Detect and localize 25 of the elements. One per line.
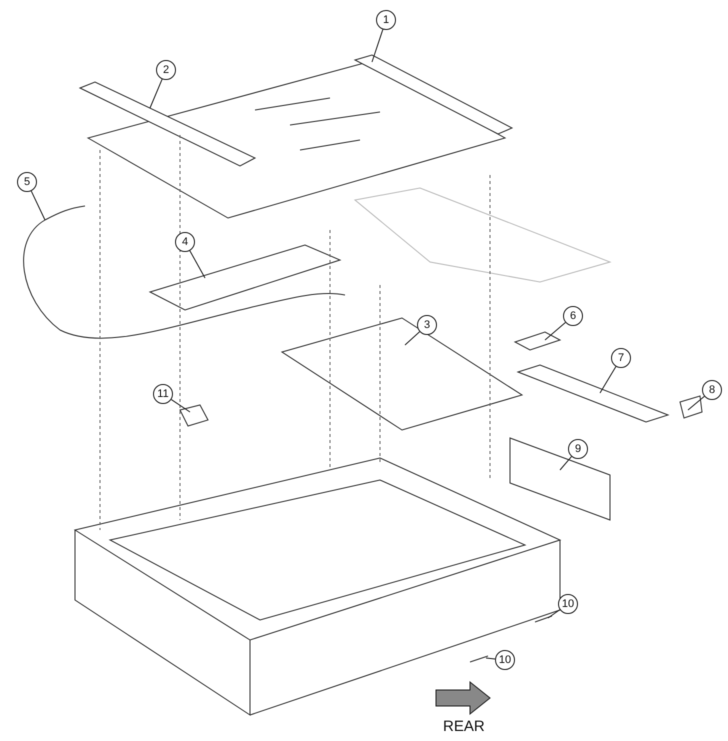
leader-line	[600, 366, 616, 394]
callout-number: 10	[495, 650, 515, 670]
leader-line	[150, 78, 163, 108]
leader-line	[170, 399, 190, 412]
leader-line	[544, 322, 566, 340]
callout-number: 1	[376, 10, 396, 30]
callout-number: 8	[702, 380, 722, 400]
leader-line	[548, 609, 560, 618]
callout-number: 4	[175, 232, 195, 252]
callout-number: 11	[153, 384, 173, 404]
callout-number: 3	[417, 315, 437, 335]
leader-line	[560, 456, 572, 470]
direction-label: REAR	[443, 718, 485, 735]
callout-number: 9	[568, 439, 588, 459]
leader-line	[404, 331, 420, 346]
leader-line	[688, 396, 705, 410]
callout-number: 5	[17, 172, 37, 192]
leader-line	[30, 190, 46, 220]
leader-line	[486, 658, 496, 660]
callout-number: 6	[563, 306, 583, 326]
leader-line	[189, 250, 206, 278]
callout-number: 10	[558, 594, 578, 614]
callout-number: 2	[156, 60, 176, 80]
leader-line	[372, 28, 384, 62]
callout-number: 7	[611, 348, 631, 368]
